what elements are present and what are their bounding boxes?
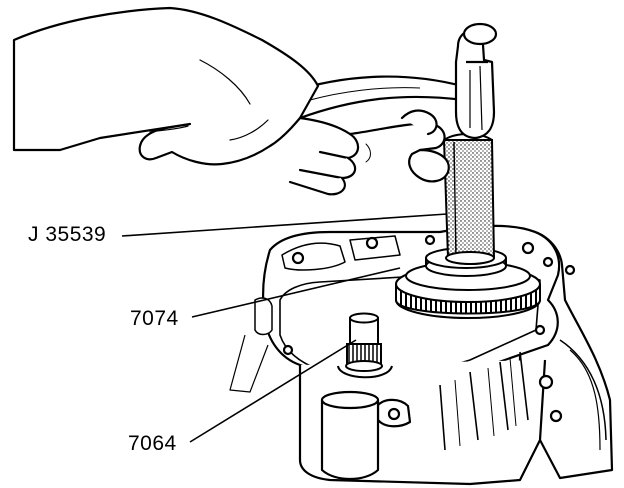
hammer-icon [288, 22, 498, 140]
callout-shaft-label: 7064 [128, 432, 177, 455]
gear-icon [395, 247, 541, 319]
callout-tool-label: J 35539 [28, 223, 107, 246]
callout-gear-label: 7074 [130, 307, 179, 330]
leader-line-tool [121, 213, 448, 237]
installer-tool-icon [442, 133, 496, 265]
leader-lines [121, 213, 448, 443]
leader-line-gear [191, 267, 401, 318]
shaft-icon [337, 312, 393, 379]
leader-line-shaft [189, 339, 357, 443]
transmission-case-icon [229, 224, 614, 486]
hand-icon [12, 6, 450, 196]
